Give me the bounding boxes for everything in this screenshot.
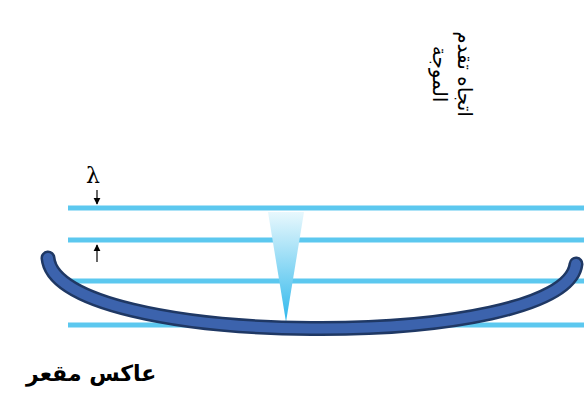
wavelength-marker: [97, 190, 98, 262]
direction-arrow: [268, 212, 304, 322]
dimension-arrow: [96, 190, 97, 204]
reflector-name: عاكس مقعر: [26, 360, 156, 388]
direction-label: اتجاه تقدم الموجة: [427, 9, 477, 139]
wavefront-line: [68, 206, 584, 211]
reflector-outline: [48, 258, 576, 329]
reflector-body: [48, 258, 576, 329]
wavefront-line: [68, 238, 584, 243]
concave-reflector: [48, 258, 576, 329]
dimension-arrow: [96, 245, 97, 262]
wavefront-line: [68, 279, 584, 284]
wavelength-symbol: λ: [86, 162, 100, 190]
